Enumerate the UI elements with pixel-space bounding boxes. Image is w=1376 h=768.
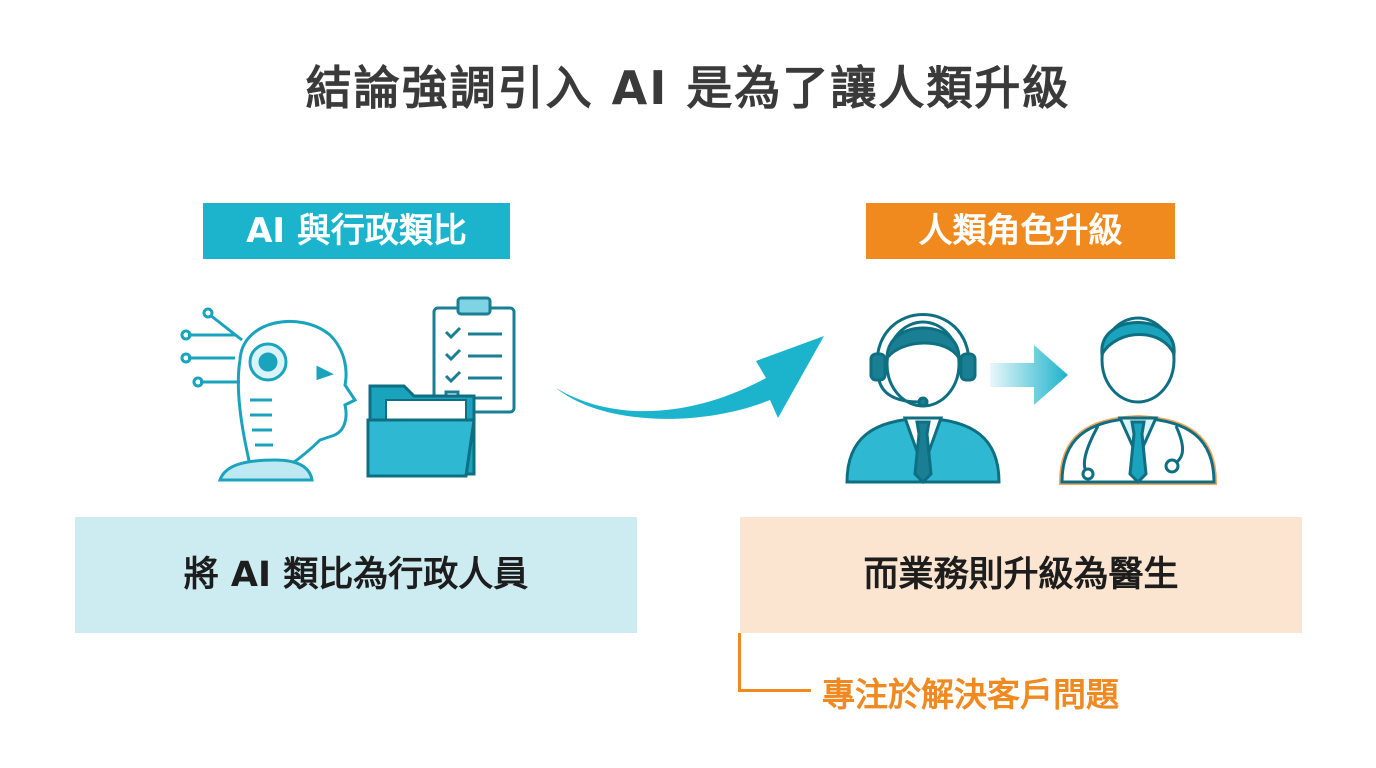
left-badge: AI 與行政類比 <box>203 203 510 259</box>
ai-robot-head-icon <box>180 307 358 482</box>
small-arrow-icon <box>990 345 1068 405</box>
note-text: 專注於解決客戶問題 <box>822 675 1119 714</box>
right-box: 而業務則升級為醫生 <box>740 517 1302 633</box>
curved-arrow-icon <box>556 336 824 419</box>
clipboard-checklist-icon <box>432 296 516 414</box>
note-connector <box>738 633 811 692</box>
support-agent-icon <box>845 313 1001 485</box>
right-badge: 人類角色升級 <box>866 203 1175 259</box>
page-title: 結論強調引入 AI 是為了讓人類升級 <box>305 61 1071 115</box>
folder-icon <box>366 384 476 478</box>
doctor-icon <box>1058 316 1218 485</box>
left-box: 將 AI 類比為行政人員 <box>75 517 637 633</box>
